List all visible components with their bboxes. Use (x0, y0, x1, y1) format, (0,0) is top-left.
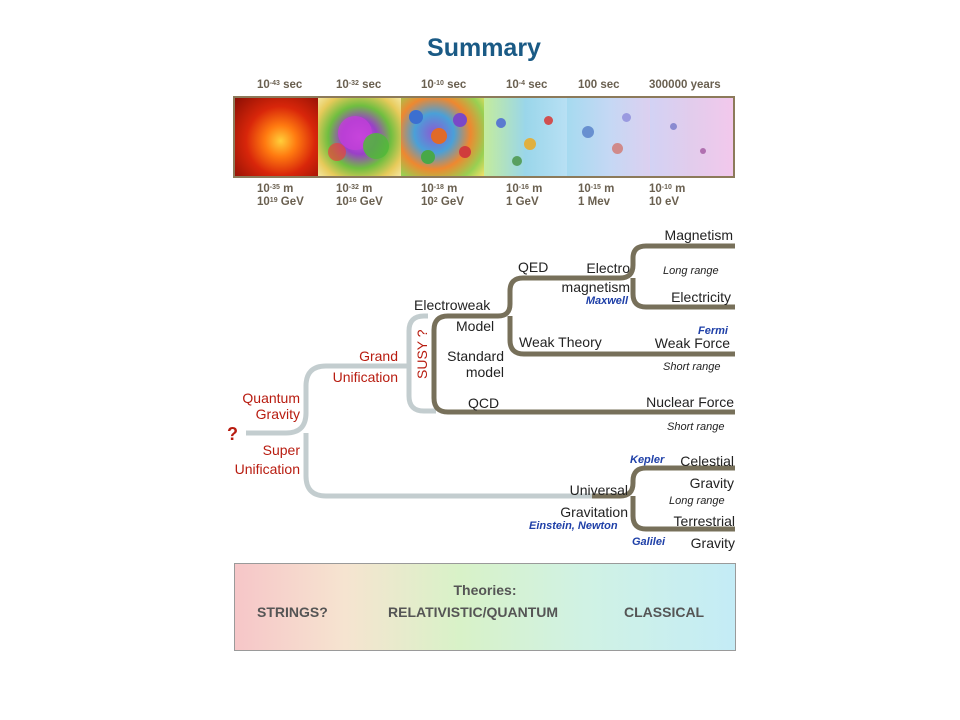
susy-label: SUSY ? (414, 329, 430, 379)
branch-magnetism (615, 243, 735, 281)
branch-gravitation (592, 465, 735, 499)
branch-root (246, 363, 395, 436)
kepler-label: Kepler (630, 454, 665, 466)
strings-label: STRINGS? (257, 604, 328, 620)
fermi-label: Fermi (698, 325, 728, 337)
branch-terrestrial (630, 496, 735, 532)
weak-theory-label: Weak Theory (519, 334, 602, 350)
nucleosynthesis-era-panel (567, 98, 650, 176)
quark-era-panel (484, 98, 567, 176)
maxwell-label: Maxwell (585, 295, 628, 307)
magnetism-label: Magnetism (664, 227, 733, 243)
page-title: Summary (427, 34, 541, 62)
long-range-label-2: Long range (669, 495, 725, 507)
relativistic-quantum-label: RELATIVISTIC/QUANTUM (388, 604, 559, 620)
time-label-5: 300000 years (649, 79, 721, 91)
qcd-label: QCD (468, 395, 500, 411)
electroweak-era-panel (401, 98, 484, 176)
nuclear-force-label: Nuclear Force (646, 394, 734, 410)
branch-weak (507, 316, 735, 357)
time-label-0: 10-43 sec (257, 79, 303, 91)
branch-standard-model (431, 313, 735, 415)
branch-electricity (630, 278, 735, 310)
classical-label: CLASSICAL (624, 604, 705, 620)
short-range-label-1: Short range (663, 361, 721, 373)
time-label-2: 10-10 sec (421, 79, 467, 91)
galilei-label: Galilei (632, 536, 666, 548)
long-range-label-1: Long range (663, 265, 719, 277)
gut-era-panel (318, 98, 401, 176)
model-label: Model (456, 318, 495, 334)
unknown-origin-mark: ? (227, 424, 238, 444)
theories-heading: Theories: (453, 582, 517, 598)
planck-era-panel (235, 98, 318, 176)
qed-label: QED (518, 259, 549, 275)
time-label-4: 100 sec (578, 79, 620, 91)
electroweak-label: Electroweak (414, 297, 491, 313)
short-range-label-2: Short range (667, 421, 725, 433)
time-label-3: 10-4 sec (506, 79, 548, 91)
cosmic-history-image-strip (233, 96, 735, 178)
einstein-newton-label: Einstein, Newton (529, 520, 618, 532)
weak-force-label: Weak Force (654, 335, 730, 351)
branch-super (303, 433, 592, 499)
atom-era-panel (650, 98, 733, 176)
electricity-label: Electricity (671, 289, 731, 305)
time-label-1: 10-32 sec (336, 79, 382, 91)
theories-box: Theories: STRINGS? RELATIVISTIC/QUANTUM … (234, 563, 736, 651)
branch-electroweak (490, 275, 615, 319)
